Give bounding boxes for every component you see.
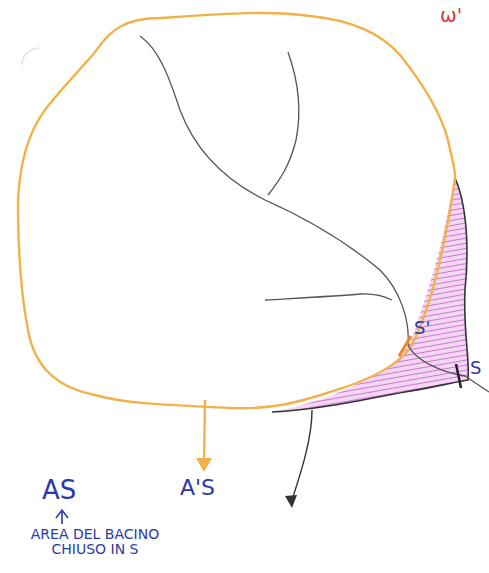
arrowhead bbox=[285, 495, 297, 508]
annotation: AREA DEL BACINO CHIUSO IN S bbox=[10, 527, 180, 558]
section-label: S bbox=[470, 358, 481, 378]
stray-mark bbox=[22, 48, 40, 65]
section-mark bbox=[399, 336, 411, 356]
basin-outline bbox=[18, 13, 455, 408]
note-mark: ω' bbox=[440, 4, 462, 26]
pointer-arrow bbox=[292, 410, 312, 500]
main-river bbox=[140, 36, 489, 392]
arrowhead bbox=[196, 458, 212, 472]
section-mark bbox=[456, 364, 461, 388]
pointer-arrow bbox=[56, 510, 68, 524]
tributary bbox=[265, 294, 392, 300]
tributary bbox=[268, 52, 299, 195]
area-label: AS bbox=[42, 476, 76, 505]
area-label: A'S bbox=[180, 476, 215, 500]
pointer-arrow bbox=[204, 400, 205, 462]
section-label: S' bbox=[414, 318, 430, 338]
